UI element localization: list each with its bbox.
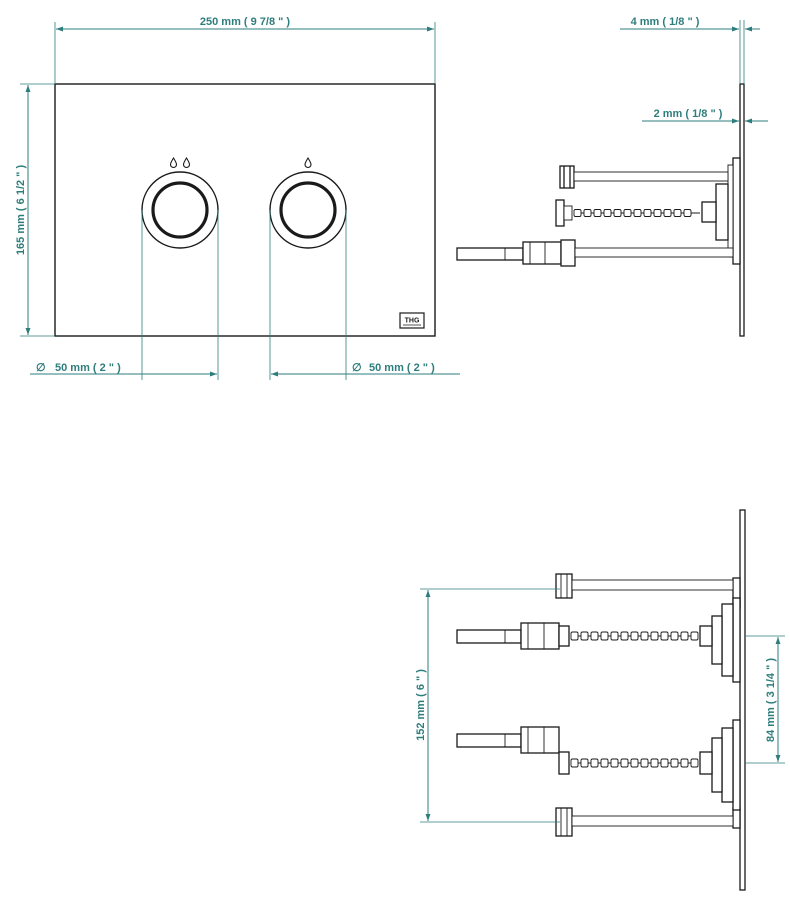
side-frame — [732, 157, 741, 265]
mechanism-top-rod — [555, 573, 734, 599]
logo-text: THG — [405, 318, 420, 325]
side-top-rod — [559, 165, 729, 189]
side-middle-spring — [555, 199, 717, 227]
rod-spacing-label: 152 mm ( 6 " ) — [415, 669, 427, 741]
rod-spacing-dimension: 152 mm ( 6 " ) — [415, 588, 560, 823]
left-diameter-label: 50 mm ( 2 " ) — [55, 362, 121, 374]
button-spacing-label: 84 mm ( 3 1/4 " ) — [765, 658, 777, 742]
button-spacing-dimension: 84 mm ( 3 1/4 " ) — [745, 635, 785, 764]
right-flush-button — [269, 171, 347, 249]
single-drop-icon — [304, 156, 312, 168]
side-bottom-rod — [456, 239, 734, 267]
lower-button-housing — [711, 719, 741, 811]
mechanism-lower-pin — [456, 726, 713, 775]
left-diameter-dimension: ∅ 50 mm ( 2 " ) — [30, 210, 219, 380]
left-flush-button — [141, 171, 219, 249]
side-spring — [573, 209, 700, 217]
plate-thickness-dimension: 4 mm ( 1/8 " ) — [620, 16, 760, 84]
right-diameter-dimension: ∅ 50 mm ( 2 " ) — [269, 210, 460, 380]
height-label: 165 mm ( 6 1/2 " ) — [15, 165, 27, 256]
frame-thickness-dimension: 2 mm ( 1/8 " ) — [642, 108, 768, 124]
diameter-symbol-left: ∅ — [36, 362, 46, 374]
width-label: 250 mm ( 9 7/8 " ) — [200, 16, 291, 28]
frame-thickness-label: 2 mm ( 1/8 " ) — [654, 108, 723, 120]
mechanism-bottom-rod — [555, 807, 734, 837]
mechanism-view: 152 mm ( 6 " ) 84 mm ( 3 1/4 " ) — [415, 509, 785, 891]
thg-logo: THG — [399, 312, 425, 329]
width-dimension: 250 mm ( 9 7/8 " ) — [54, 16, 436, 84]
diameter-symbol-right: ∅ — [352, 362, 362, 374]
upper-spring — [570, 631, 699, 641]
plate-thickness-label: 4 mm ( 1/8 " ) — [631, 16, 700, 28]
double-drop-icon — [169, 156, 191, 168]
side-view: 4 mm ( 1/8 " ) 2 mm ( 1/8 " ) — [456, 16, 768, 337]
right-diameter-label: 50 mm ( 2 " ) — [369, 362, 435, 374]
height-dimension: 165 mm ( 6 1/2 " ) — [15, 83, 55, 337]
front-view: THG 250 mm ( 9 7/8 " ) 165 mm ( 6 1/2 " … — [15, 16, 460, 380]
lower-spring — [570, 758, 699, 768]
upper-button-housing — [711, 597, 741, 683]
flush-plate — [54, 83, 436, 337]
mechanism-plate — [739, 509, 746, 891]
mechanism-upper-pin — [456, 622, 713, 650]
